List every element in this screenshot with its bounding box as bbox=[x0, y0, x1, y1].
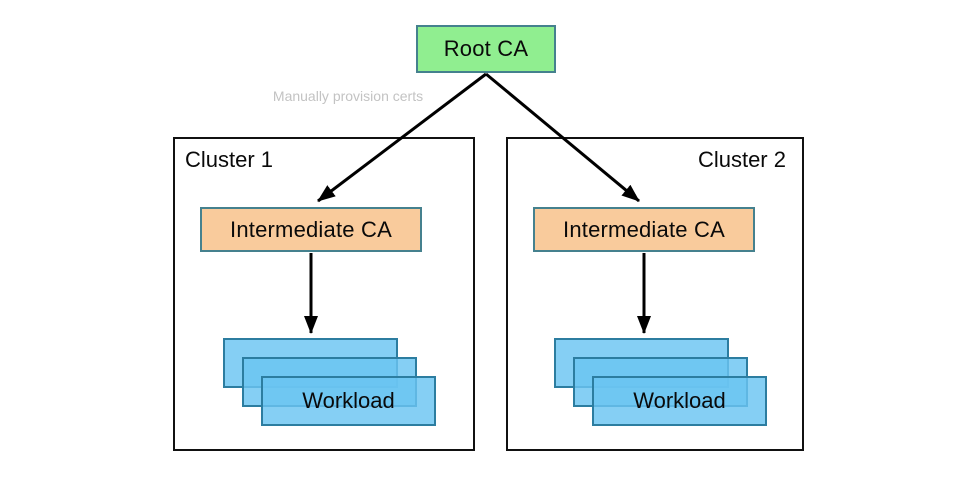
cluster-1-title: Cluster 1 bbox=[185, 147, 274, 172]
cluster-2-workload-stack-front: Workload bbox=[592, 376, 767, 426]
cluster-2-intermediate-ca-node: Intermediate CA bbox=[533, 207, 755, 252]
cluster-1-intermediate-ca-node: Intermediate CA bbox=[200, 207, 422, 252]
cluster-2-workload-label: Workload bbox=[633, 388, 726, 413]
cluster-1-workload-label: Workload bbox=[302, 388, 395, 413]
cluster-2-intermediate-ca-label: Intermediate CA bbox=[563, 216, 725, 242]
root-ca-label: Root CA bbox=[443, 36, 529, 61]
edge-label-manually-provision-certs: Manually provision certs bbox=[272, 88, 424, 104]
cluster-2-title: Cluster 2 bbox=[697, 147, 786, 172]
cluster-1-workload-stack-front: Workload bbox=[261, 376, 436, 426]
cluster-1-intermediate-ca-label: Intermediate CA bbox=[230, 216, 392, 242]
root-ca-node: Root CA bbox=[416, 25, 556, 73]
